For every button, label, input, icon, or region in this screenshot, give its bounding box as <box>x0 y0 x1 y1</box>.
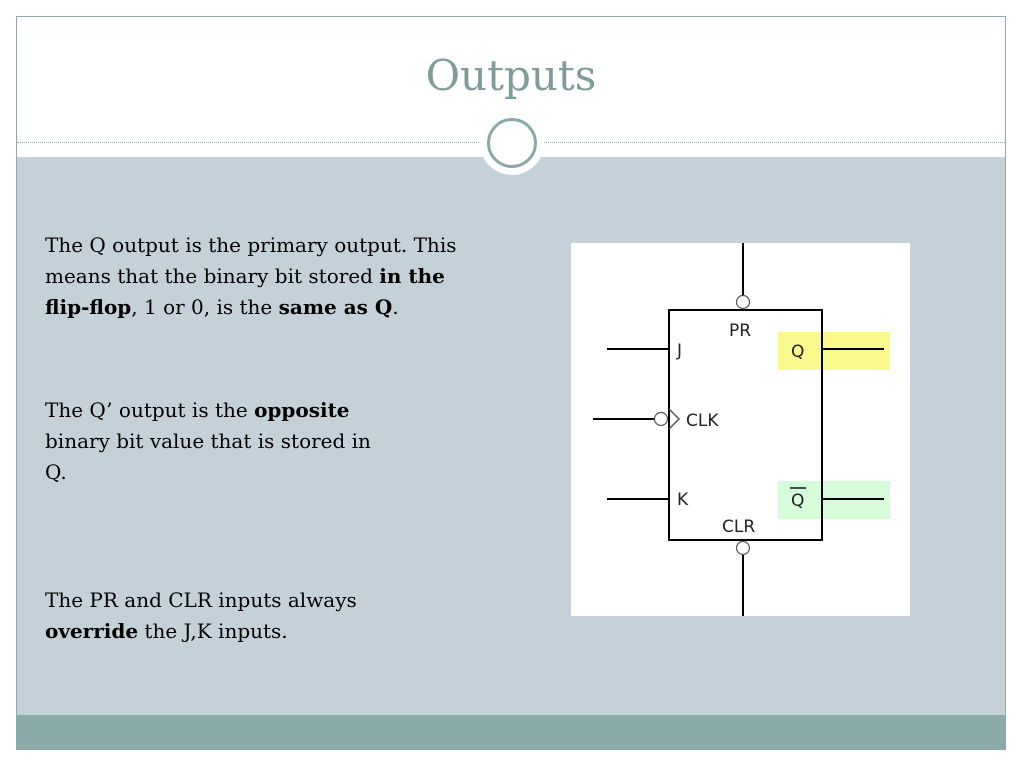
bold-text: override <box>45 619 139 643</box>
text: . <box>392 295 399 319</box>
text: The PR and CLR inputs always <box>45 588 357 612</box>
bold-text: in the flip-flop <box>45 264 445 319</box>
text: binary bit value that is stored in Q. <box>45 429 371 484</box>
k-label: K <box>677 490 689 510</box>
text: The Q’ output is the <box>45 398 255 422</box>
bold-text: opposite <box>254 398 350 422</box>
qbar-label: Q <box>791 491 804 511</box>
clk-bubble <box>653 411 669 427</box>
pr-label: PR <box>729 321 751 341</box>
ring-ornament-icon <box>487 118 537 168</box>
text: the J,K inputs. <box>138 619 288 643</box>
jk-flip-flop-diagram: PR CLR J CLK K Q Q <box>571 243 910 616</box>
pr-bubble <box>735 294 751 310</box>
footer-bar <box>17 715 1005 749</box>
paragraph-qbar-output: The Q’ output is the opposite binary bit… <box>45 395 375 488</box>
text: , 1 or 0, is the <box>131 295 279 319</box>
text: The Q output is the primary output. This… <box>45 233 457 288</box>
clk-triangle <box>668 408 681 430</box>
q-label: Q <box>791 342 804 362</box>
slide: Outputs The Q output is the primary outp… <box>16 16 1006 750</box>
j-label: J <box>676 341 682 361</box>
clk-label: CLK <box>686 411 719 431</box>
q-highlight <box>778 332 890 370</box>
slide-title: Outputs <box>425 51 597 100</box>
clr-bubble <box>735 540 751 556</box>
clr-label: CLR <box>722 517 755 537</box>
flip-flop-svg: PR CLR J CLK K Q Q <box>593 243 890 616</box>
paragraph-pr-clr: The PR and CLR inputs always override th… <box>45 585 445 647</box>
paragraph-q-output: The Q output is the primary output. This… <box>45 230 475 323</box>
bold-text: same as Q <box>278 295 393 319</box>
flip-flop-body <box>668 309 823 541</box>
